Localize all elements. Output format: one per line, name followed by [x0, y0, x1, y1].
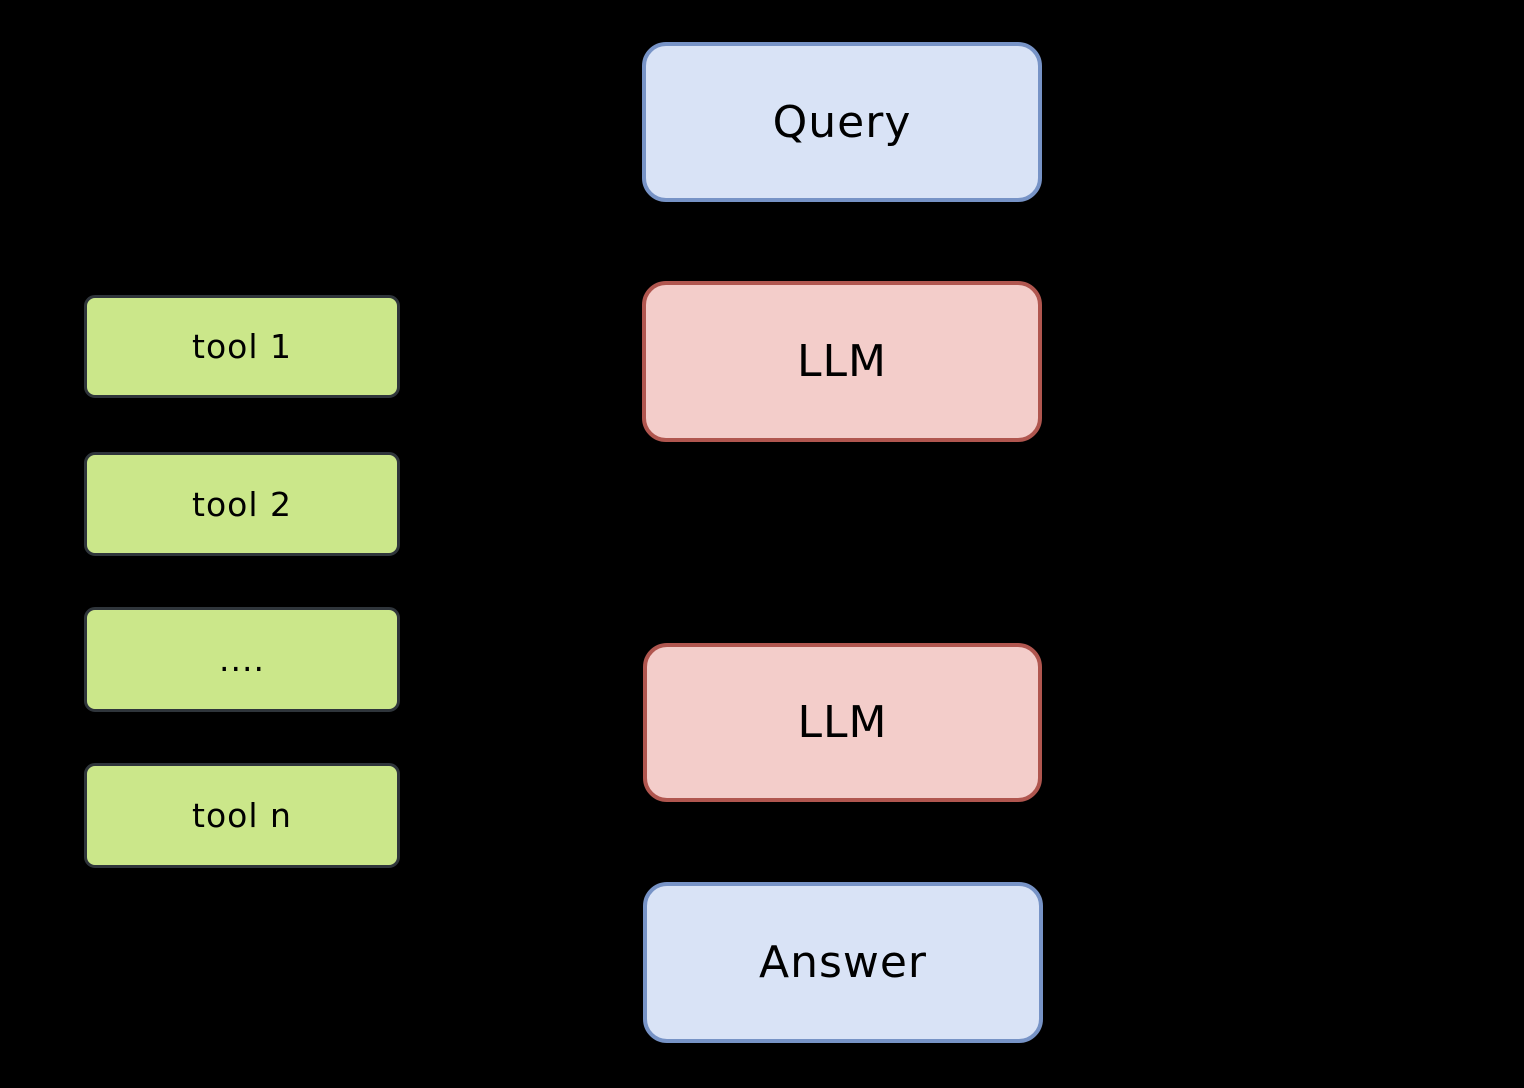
answer-label: Answer: [758, 937, 928, 988]
tool-1-node: tool 1: [84, 295, 400, 398]
query-node: Query: [642, 42, 1042, 202]
llm-2-label: LLM: [797, 697, 888, 748]
llm-node-2: LLM: [643, 643, 1042, 802]
tools-ellipsis-node: ....: [84, 607, 400, 712]
tool-n-label: tool n: [192, 796, 292, 835]
tool-1-label: tool 1: [192, 327, 292, 366]
tool-2-label: tool 2: [192, 484, 292, 524]
tool-n-node: tool n: [84, 763, 400, 868]
tools-ellipsis-label: ....: [219, 640, 265, 679]
tool-2-node: tool 2: [84, 452, 400, 556]
llm-1-label: LLM: [797, 336, 887, 387]
llm-node-1: LLM: [642, 281, 1042, 442]
query-label: Query: [772, 96, 912, 148]
answer-node: Answer: [643, 882, 1043, 1043]
